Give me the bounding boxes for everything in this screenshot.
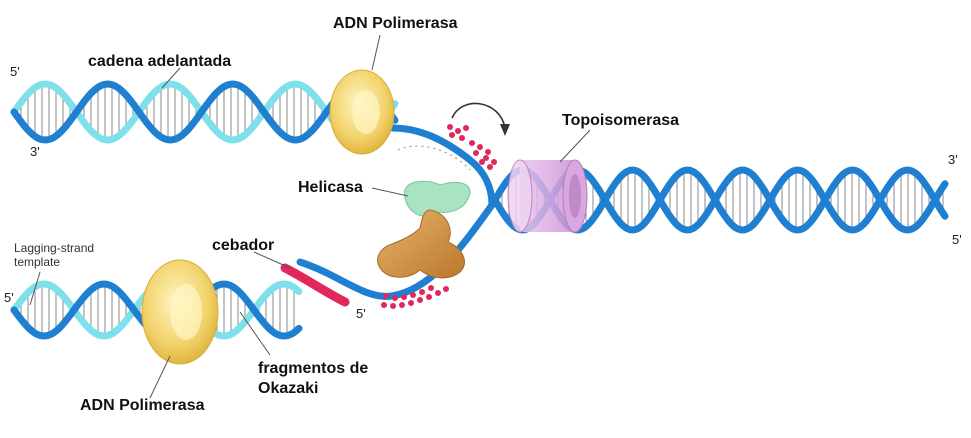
dna-polymerase-bottom [141, 259, 219, 365]
rotation-arrow [451, 102, 510, 136]
leader-leading-strand [161, 67, 181, 89]
end-top-left-3: 3' [30, 144, 40, 159]
leader-lagging-template [29, 271, 41, 306]
topoisomerase-enzyme [507, 159, 588, 233]
leader-helicase [371, 187, 409, 197]
primer-rna [280, 263, 350, 307]
ssb-proteins-bottom [381, 285, 449, 309]
leader-topoisomerase [559, 129, 591, 163]
label-lagging-template-line2: template [14, 255, 60, 269]
end-right-5: 5' [952, 232, 962, 247]
primase-enzyme [377, 209, 465, 279]
label-topoisomerase: Topoisomerasa [562, 112, 679, 129]
label-okazaki-line2: Okazaki [258, 380, 318, 397]
label-leading-strand: cadena adelantada [88, 53, 231, 70]
lagging-parental-strand [296, 201, 496, 300]
end-bottom-left-5: 5' [4, 290, 14, 305]
label-polymerase-top: ADN Polimerasa [333, 15, 458, 32]
ssb-proteins-top [447, 124, 497, 170]
leading-parental-strand [388, 124, 496, 209]
label-helicase: Helicasa [298, 179, 363, 196]
label-polymerase-bottom: ADN Polimerasa [80, 397, 205, 414]
leading-template-gap [397, 145, 471, 171]
label-primer: cebador [212, 237, 274, 254]
leader-primer [253, 251, 291, 269]
leader-okazaki [239, 311, 271, 356]
end-right-3: 3' [948, 152, 958, 167]
end-primer-5: 5' [356, 306, 366, 321]
end-top-left-5: 5' [10, 64, 20, 79]
label-okazaki-line1: fragmentos de [258, 360, 368, 377]
label-lagging-template-line1: Lagging-strand [14, 241, 94, 255]
leader-polymerase-bottom [149, 355, 171, 399]
leader-polymerase-top [371, 34, 381, 71]
helicase-enzyme [403, 180, 471, 217]
dna-polymerase-top [329, 69, 395, 155]
